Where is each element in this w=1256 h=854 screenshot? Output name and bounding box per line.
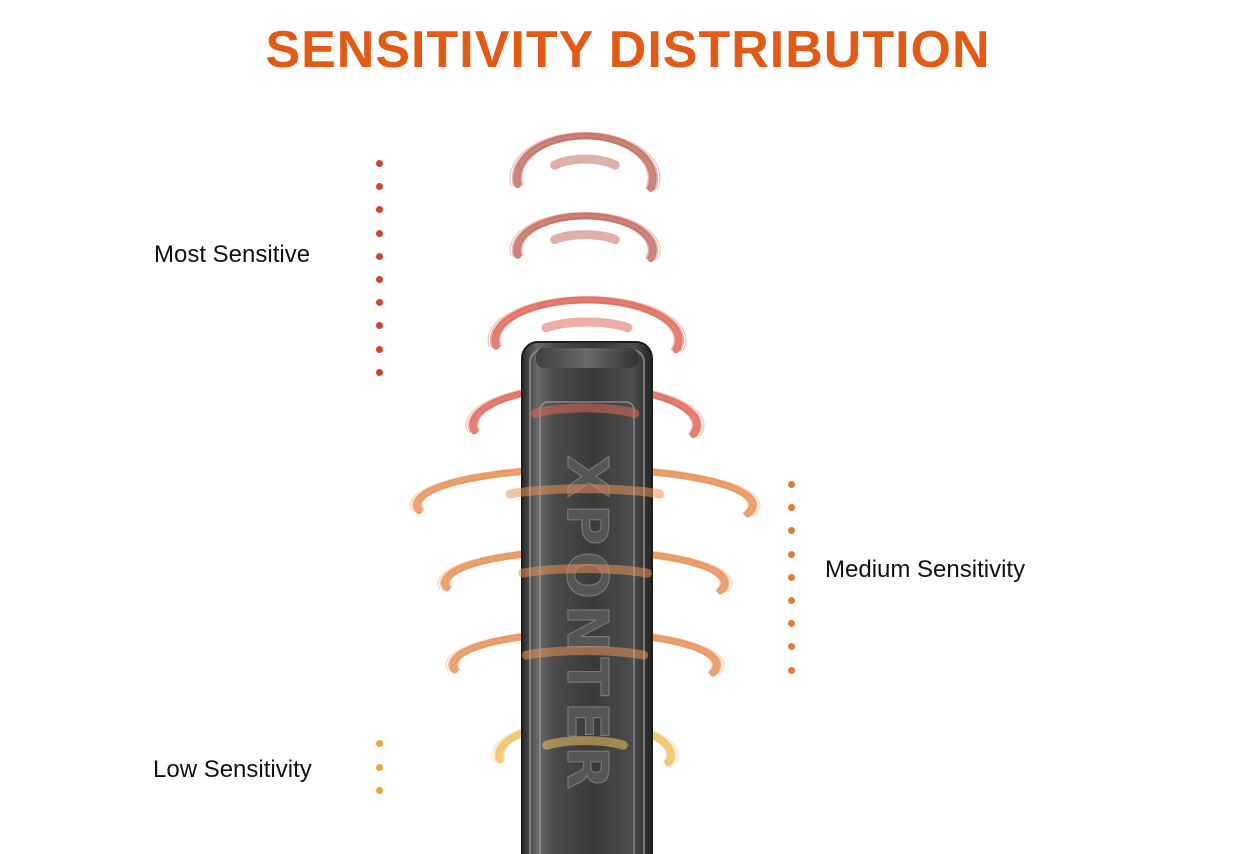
dot-separator-icon — [788, 504, 795, 512]
dot-separator-icon — [788, 597, 795, 604]
sensitivity-arc-icon — [509, 131, 661, 192]
low-sensitivity-label: Low Sensitivity — [153, 756, 312, 783]
dot-separator-icon — [376, 740, 383, 747]
medium-sensitivity-label: Medium Sensitivity — [825, 556, 1026, 583]
dot-separator-icon — [376, 229, 383, 237]
page-title: SENSITIVITY DISTRIBUTION — [265, 21, 991, 79]
dot-separator-icon — [376, 345, 383, 353]
dot-separator-icon — [376, 787, 383, 794]
dot-separator-icon — [788, 666, 795, 674]
sensitivity-arc-front-band — [505, 484, 665, 499]
dot-separator-icon — [788, 620, 795, 628]
dot-separator-icon — [376, 276, 383, 283]
dot-separator-icon — [376, 252, 383, 260]
dot-separator-icon — [376, 322, 383, 330]
dot-separator-icon — [376, 160, 383, 167]
dot-separator-icon — [376, 206, 383, 214]
stylus-pen-icon: XPONTER — [521, 341, 653, 854]
dot-separator-icon — [788, 573, 795, 581]
dot-separator-icon — [788, 643, 795, 651]
sensitivity-arcs-front — [505, 154, 665, 750]
dot-separator-icon — [376, 763, 383, 771]
sensitivity-arc-front-band — [530, 403, 640, 418]
most-sensitive-label: Most Sensitive — [154, 241, 311, 268]
sensitivity-arc-front-band — [521, 646, 649, 660]
sensitivity-arc-front-band — [550, 154, 620, 170]
sensitivity-arc-front-band — [541, 317, 633, 333]
sensitivity-arc-icon — [487, 295, 687, 354]
dot-separator-icon — [376, 183, 383, 191]
sensitivity-arc-front-band — [550, 230, 620, 245]
sensitivity-arc-front-band — [542, 736, 628, 750]
sensitivity-arc-icon — [509, 211, 661, 262]
dot-separator-icon — [788, 481, 795, 488]
dot-separator-icon — [376, 299, 383, 307]
sensitivity-arc-front-band — [518, 564, 652, 578]
dot-separator-icon — [376, 368, 383, 376]
dot-separator-icon — [788, 550, 795, 558]
dot-separator-icon — [788, 527, 795, 535]
